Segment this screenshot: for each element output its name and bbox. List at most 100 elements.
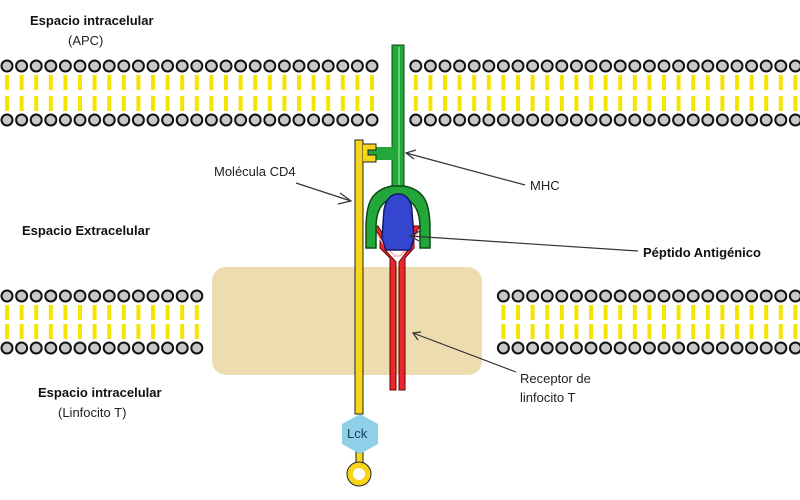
lipid bbox=[774, 289, 788, 355]
lipid bbox=[204, 59, 218, 127]
lipid bbox=[642, 289, 656, 355]
lipid bbox=[715, 289, 729, 355]
cd4-molecule bbox=[346, 139, 377, 487]
lipid bbox=[248, 59, 262, 127]
lipid bbox=[277, 59, 291, 127]
lipid bbox=[219, 59, 233, 127]
label-peptide: Péptido Antigénico bbox=[643, 245, 761, 260]
label-cd4: Molécula CD4 bbox=[214, 164, 296, 179]
lipid bbox=[526, 59, 540, 127]
lipid bbox=[73, 289, 87, 355]
lipid bbox=[263, 59, 277, 127]
lipid bbox=[540, 289, 554, 355]
lipid bbox=[511, 59, 525, 127]
lipid bbox=[657, 59, 671, 127]
lipid bbox=[467, 59, 481, 127]
lipid bbox=[584, 59, 598, 127]
lipid bbox=[161, 59, 175, 127]
lipid bbox=[175, 59, 189, 127]
lipid bbox=[526, 289, 540, 355]
lipid bbox=[292, 59, 306, 127]
lipid bbox=[540, 59, 554, 127]
lipid bbox=[482, 59, 496, 127]
lipid bbox=[745, 289, 759, 355]
lipid bbox=[131, 289, 145, 355]
lipid bbox=[788, 289, 800, 355]
lipid bbox=[29, 289, 43, 355]
lipid bbox=[730, 59, 744, 127]
label-lck: Lck bbox=[347, 426, 368, 441]
lipid bbox=[29, 59, 43, 127]
lipid bbox=[496, 59, 510, 127]
label-extracellular: Espacio Extracelular bbox=[22, 223, 150, 238]
lipid bbox=[701, 59, 715, 127]
lipid bbox=[336, 59, 350, 127]
lipid bbox=[730, 289, 744, 355]
lipid bbox=[745, 59, 759, 127]
lipid bbox=[190, 289, 204, 355]
lipid bbox=[788, 59, 800, 127]
lipid bbox=[58, 289, 72, 355]
lipid bbox=[0, 289, 14, 355]
lipid bbox=[0, 59, 14, 127]
lipid bbox=[88, 289, 102, 355]
lipid bbox=[307, 59, 321, 127]
lipid bbox=[759, 59, 773, 127]
label-tcell-space: Espacio intracelular bbox=[38, 385, 162, 400]
lipid bbox=[672, 289, 686, 355]
lipid bbox=[350, 59, 364, 127]
lipid bbox=[511, 289, 525, 355]
lipid bbox=[175, 289, 189, 355]
lipid bbox=[190, 59, 204, 127]
lipid bbox=[715, 59, 729, 127]
lipid bbox=[58, 59, 72, 127]
lipid bbox=[599, 289, 613, 355]
lipid bbox=[613, 289, 627, 355]
label-apc-space: Espacio intracelular bbox=[30, 13, 154, 28]
lipid bbox=[321, 59, 335, 127]
lipid bbox=[569, 59, 583, 127]
label-apc-sub: (APC) bbox=[68, 33, 104, 48]
immune-synapse-area bbox=[212, 267, 482, 375]
lipid bbox=[496, 289, 510, 355]
lipid bbox=[555, 289, 569, 355]
lipid bbox=[642, 59, 656, 127]
lipid bbox=[44, 59, 58, 127]
pointer-arrows bbox=[295, 149, 639, 373]
lipid bbox=[686, 59, 700, 127]
antigenic-peptide bbox=[381, 193, 415, 251]
lipid bbox=[73, 59, 87, 127]
lipid bbox=[423, 59, 437, 127]
lipid bbox=[161, 289, 175, 355]
lipid bbox=[102, 59, 116, 127]
lipid bbox=[365, 59, 379, 127]
lipid bbox=[409, 59, 423, 127]
label-mhc: MHC bbox=[530, 178, 560, 193]
lipid bbox=[569, 289, 583, 355]
lipid bbox=[701, 289, 715, 355]
lipid bbox=[584, 289, 598, 355]
lipid bbox=[686, 289, 700, 355]
lipid bbox=[146, 59, 160, 127]
lipid bbox=[44, 289, 58, 355]
lck-kinase bbox=[342, 414, 378, 454]
lipid bbox=[102, 289, 116, 355]
lipid bbox=[146, 289, 160, 355]
lipid bbox=[234, 59, 248, 127]
lipid bbox=[599, 59, 613, 127]
lipid bbox=[117, 59, 131, 127]
lipid bbox=[657, 289, 671, 355]
lipid bbox=[628, 59, 642, 127]
lipid bbox=[15, 289, 29, 355]
label-tcr-line1: Receptor de bbox=[520, 371, 591, 386]
lipid bbox=[88, 59, 102, 127]
lipid bbox=[672, 59, 686, 127]
label-tcell-sub: (Linfocito T) bbox=[58, 405, 127, 420]
lipid bbox=[453, 59, 467, 127]
lipid bbox=[759, 289, 773, 355]
membranes bbox=[0, 59, 800, 355]
lipid bbox=[555, 59, 569, 127]
lipid bbox=[613, 59, 627, 127]
